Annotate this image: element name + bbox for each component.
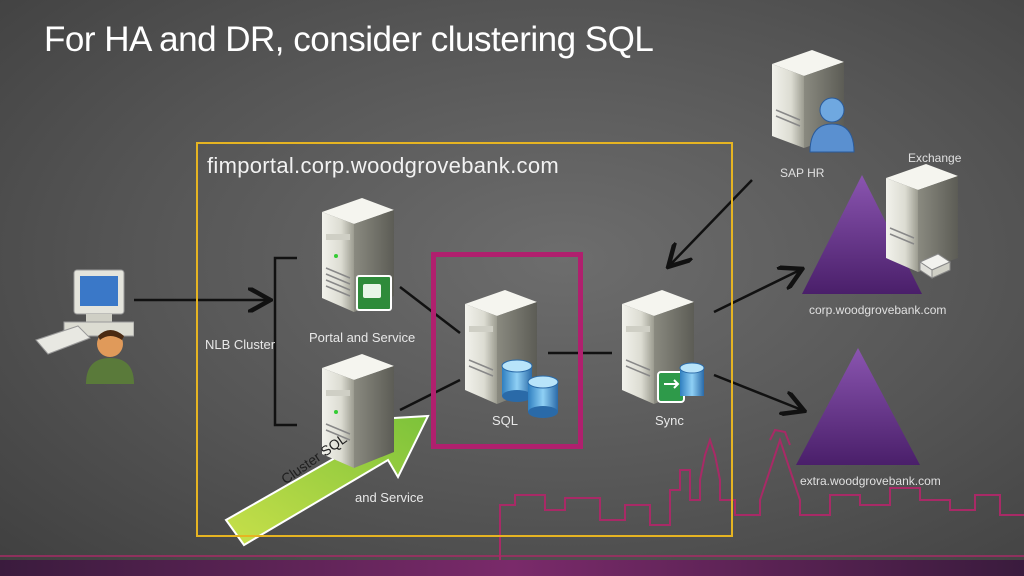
sync-icon: [657, 362, 705, 403]
page-title: For HA and DR, consider clustering SQL: [44, 20, 654, 59]
portal-bottom-label: and Service: [355, 490, 424, 505]
portal-bottom-to-sql-line: [399, 378, 461, 412]
sync-to-extra-arrow: [713, 373, 802, 410]
nlb-cluster-label: NLB Cluster: [205, 337, 276, 352]
exchange-label: Exchange: [908, 151, 962, 165]
domain-label: fimportal.corp.woodgrovebank.com: [207, 153, 559, 178]
city-skyline: [499, 428, 1024, 560]
saphr-to-sync-arrow: [670, 179, 753, 265]
computer-user-icon: [35, 269, 134, 384]
extra-domain-label: extra.woodgrovebank.com: [800, 474, 941, 488]
portal-top-to-sql-line: [399, 286, 461, 334]
footer-band: [0, 560, 1024, 576]
corp-domain-triangle: [802, 175, 922, 294]
mail-icon: [918, 253, 952, 279]
server-icon: [886, 164, 958, 272]
sync-to-corp-arrow: [713, 270, 800, 314]
database-icon: [501, 359, 559, 418]
sync-label: Sync: [655, 413, 684, 428]
nlb-bracket: [273, 256, 297, 427]
domain-boundary-box: [196, 142, 733, 537]
server-icon: [322, 354, 394, 468]
sql-highlight-box: [431, 252, 583, 449]
sap-hr-label: SAP HR: [780, 166, 825, 180]
user-icon: [809, 97, 855, 153]
portal-top-label: Portal and Service: [309, 330, 416, 345]
certificate-icon: [356, 275, 392, 311]
extra-domain-triangle: [796, 348, 920, 465]
corp-domain-label: corp.woodgrovebank.com: [809, 303, 947, 317]
sql-label: SQL: [492, 413, 519, 428]
